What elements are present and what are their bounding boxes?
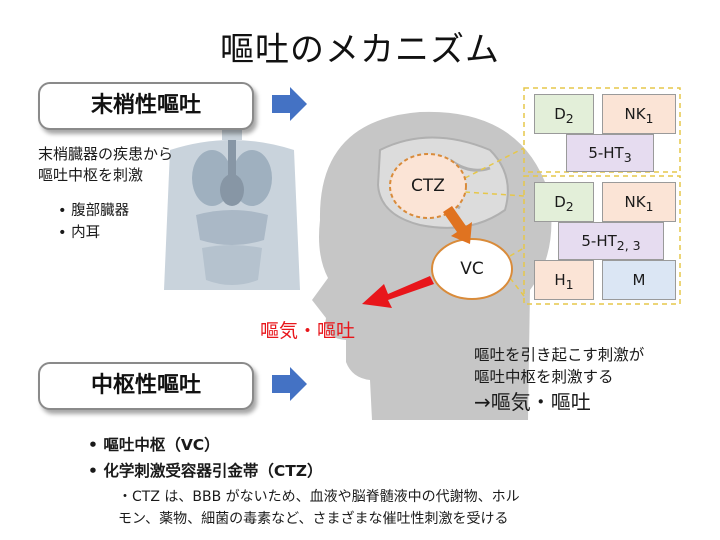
ctz-node <box>389 153 467 219</box>
list-item: • 化学刺激受容器引金帯（CTZ） <box>88 462 323 480</box>
receptor-subscript: 2, 3 <box>616 238 641 253</box>
receptor-d2-vc: D2 <box>534 182 594 222</box>
receptor-subscript: 1 <box>645 199 654 214</box>
vc-label: VC <box>460 259 484 279</box>
central-bullets: • 嘔吐中枢（VC） • 化学刺激受容器引金帯（CTZ） <box>88 432 648 484</box>
ctz-label: CTZ <box>411 176 445 196</box>
peripheral-bullets: • 腹部臓器 • 内耳 <box>58 200 198 244</box>
central-note: 嘔吐を引き起こす刺激が 嘔吐中枢を刺激する →嘔気・嘔吐 <box>474 344 714 416</box>
receptor-base: NK <box>624 105 646 123</box>
receptor-m-vc: M <box>602 260 676 300</box>
receptor-subscript: 2 <box>565 111 574 126</box>
receptor-subscript: 3 <box>623 150 632 165</box>
nausea-vomiting-result: 嘔気・嘔吐 <box>260 320 356 342</box>
receptor-5ht3-ctz: 5-HT3 <box>566 134 654 172</box>
receptor-base: H <box>554 271 566 289</box>
ctz-to-vc-arrow-icon <box>443 206 472 244</box>
receptor-subscript: 1 <box>645 111 654 126</box>
central-note-line3: →嘔気・嘔吐 <box>474 390 591 414</box>
receptor-base: D <box>554 105 566 123</box>
ctz-note-line2: モン、薬物、細菌の毒素など、さまざまな催吐性刺激を受ける <box>118 511 509 527</box>
peripheral-vomiting-label: 末梢性嘔吐 <box>38 82 254 130</box>
list-item: • 腹部臓器 <box>58 203 130 219</box>
receptor-base: 5-HT <box>588 144 624 162</box>
receptor-subscript: 2 <box>565 199 574 214</box>
vc-node <box>431 238 513 300</box>
ctz-note: ・CTZ は、BBB がないため、血液や脳脊髄液中の代謝物、ホル モン、薬物、細… <box>118 486 708 530</box>
page-title: 嘔吐のメカニズム <box>220 30 500 70</box>
peripheral-desc-line1: 末梢臓器の疾患から <box>38 145 174 163</box>
list-item: • 内耳 <box>58 225 101 241</box>
peripheral-description: 末梢臓器の疾患から 嘔吐中枢を刺激 <box>38 144 278 186</box>
central-arrow-icon <box>272 367 307 401</box>
list-item: • 嘔吐中枢（VC） <box>88 436 220 454</box>
vc-receptor-group <box>523 175 681 305</box>
receptor-base: 5-HT <box>581 232 617 250</box>
ctz-receptor-group <box>523 87 681 173</box>
human-body-illustration <box>164 82 300 290</box>
central-note-line2: 嘔吐中枢を刺激する <box>474 368 614 386</box>
peripheral-arrow-icon <box>272 87 307 121</box>
receptor-base: NK <box>624 193 646 211</box>
receptor-base: D <box>554 193 566 211</box>
ctz-note-line1: ・CTZ は、BBB がないため、血液や脳脊髄液中の代謝物、ホル <box>118 489 520 505</box>
receptor-subscript: 1 <box>565 277 574 292</box>
receptor-base: M <box>632 271 646 289</box>
peripheral-desc-line2: 嘔吐中枢を刺激 <box>38 166 144 184</box>
receptor-nk1-vc: NK1 <box>602 182 676 222</box>
central-vomiting-label: 中枢性嘔吐 <box>38 362 254 410</box>
central-note-line1: 嘔吐を引き起こす刺激が <box>474 346 645 364</box>
receptor-d2-ctz: D2 <box>534 94 594 134</box>
receptor-h1-vc: H1 <box>534 260 594 300</box>
receptor-nk1-ctz: NK1 <box>602 94 676 134</box>
receptor-5ht23-vc: 5-HT2, 3 <box>558 222 664 260</box>
red-arrow-icon <box>362 276 434 308</box>
